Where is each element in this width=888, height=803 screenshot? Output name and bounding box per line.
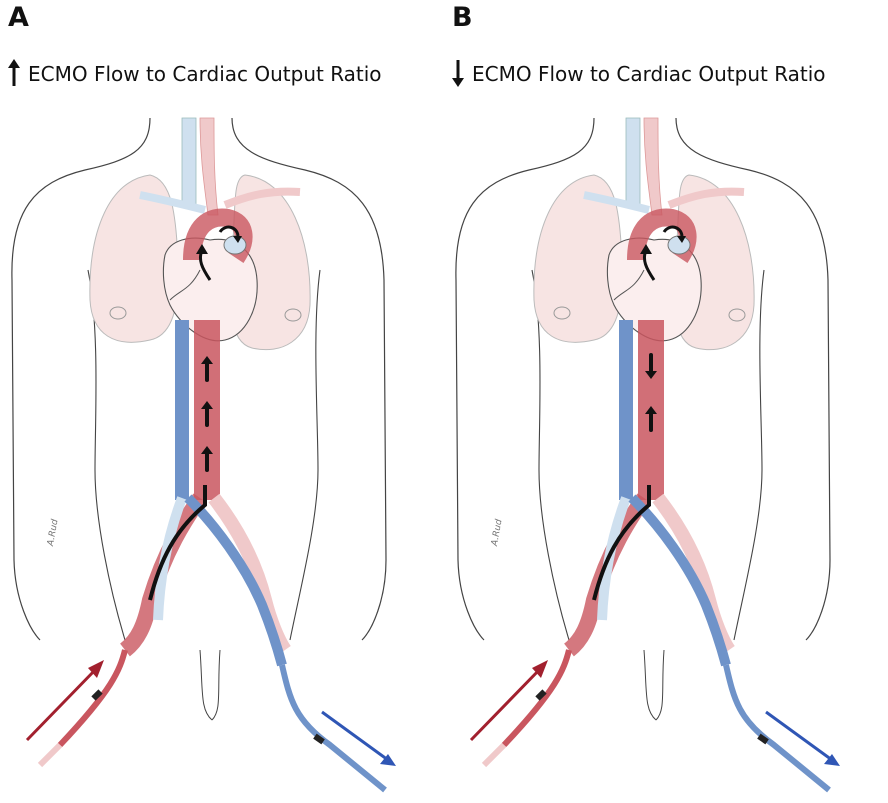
arterial-tubing — [484, 745, 504, 765]
groin-line — [200, 650, 220, 720]
flow-arrow-icon — [471, 668, 541, 740]
carotid-artery — [200, 118, 218, 215]
venous-cannula — [282, 665, 385, 790]
venous-cannula — [726, 665, 829, 790]
panel-b: B ECMO Flow to Cardiac Output Ratio A.Ru… — [444, 0, 888, 803]
flow-arrow-icon — [322, 712, 388, 760]
iliac-vein-left — [158, 498, 182, 620]
flow-arrow-icon — [766, 712, 832, 760]
groin-line — [644, 650, 664, 720]
jugular-vein — [626, 118, 640, 205]
anatomy-illustration — [0, 0, 444, 803]
carotid-artery — [644, 118, 662, 215]
flow-arrow-icon — [27, 668, 97, 740]
anatomy-illustration — [444, 0, 888, 803]
arterial-tubing — [40, 745, 60, 765]
jugular-vein — [182, 118, 196, 205]
iliac-vein-left — [602, 498, 626, 620]
panel-a: A ECMO Flow to Cardiac Output Ratio A.Ru… — [0, 0, 444, 803]
